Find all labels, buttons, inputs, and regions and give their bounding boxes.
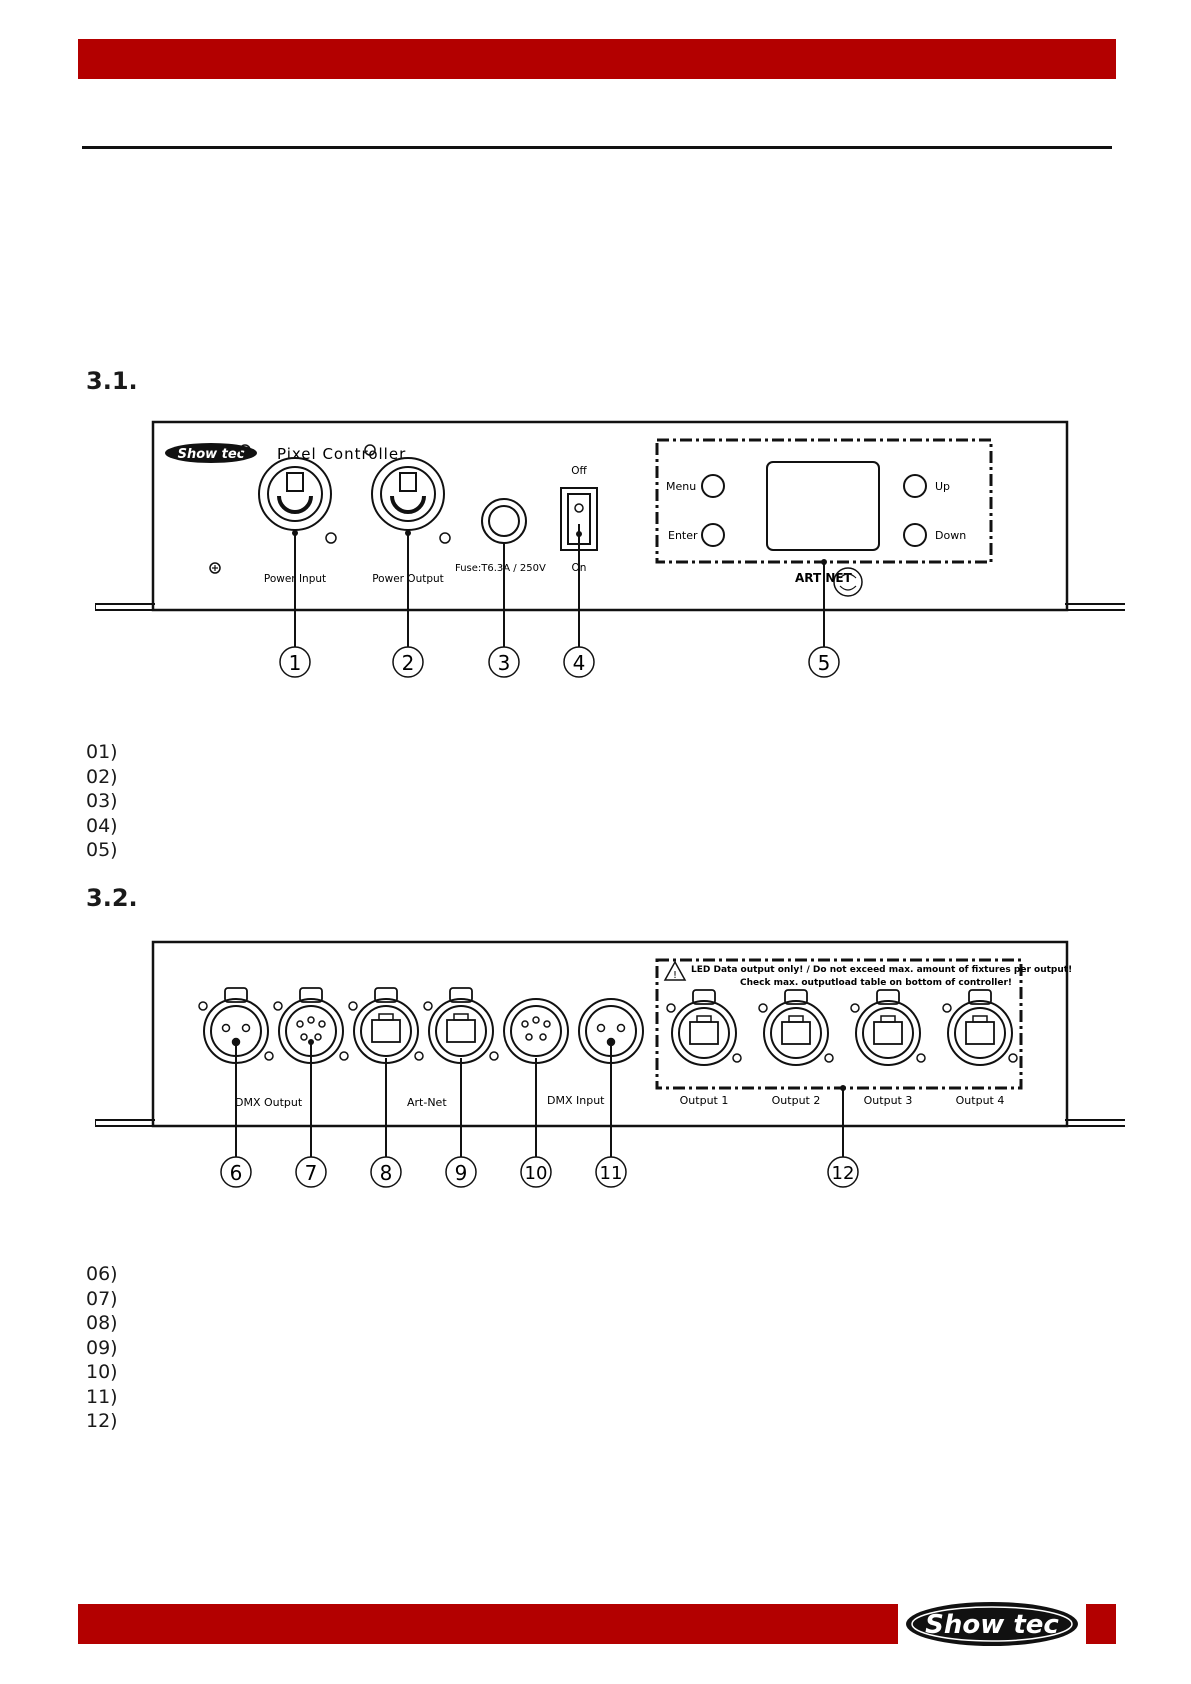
svg-text:5: 5	[818, 651, 831, 675]
footer-bar-end	[1086, 1604, 1116, 1644]
enter-button	[701, 523, 725, 547]
svg-text:8: 8	[380, 1161, 393, 1185]
svg-text:4: 4	[573, 651, 586, 675]
output-3-label: Output 3	[864, 1094, 913, 1107]
svg-text:Show tec: Show tec	[178, 447, 245, 462]
list-item: 10)	[86, 1361, 118, 1383]
list-item: 02)	[86, 765, 118, 788]
output-3-rj45-connector	[850, 989, 926, 1066]
down-button	[903, 523, 927, 547]
ground-screw-icon	[209, 562, 221, 574]
up-button	[903, 474, 927, 498]
up-label: Up	[935, 480, 950, 493]
fuse-holder	[481, 498, 527, 544]
list-item: 07)	[86, 1287, 118, 1310]
front-panel-list: 01) 02) 03) 04) 05)	[86, 740, 118, 863]
callout-1: 1	[279, 646, 311, 678]
callout-4: 4	[563, 646, 595, 678]
rear-panel-list: 06) 07) 08) 09) 10) 11) 12)	[86, 1262, 118, 1434]
menu-button	[701, 474, 725, 498]
list-item: 12)	[86, 1410, 118, 1432]
callout-7: 7	[295, 1156, 327, 1188]
list-item: 09)	[86, 1336, 118, 1359]
svg-text:Show tec: Show tec	[925, 1610, 1059, 1640]
dmx-input-label: DMX Input	[547, 1094, 605, 1107]
section-3-2-number: 3.2.	[86, 884, 138, 912]
fuse-label: Fuse:T6.3A / 250V	[455, 563, 546, 574]
header-rule	[82, 146, 1112, 149]
header-bar	[78, 39, 1116, 79]
callout-3: 3	[488, 646, 520, 678]
list-item: 11)	[86, 1385, 118, 1408]
list-item: 06)	[86, 1263, 118, 1285]
callout-8: 8	[370, 1156, 402, 1188]
down-label: Down	[935, 529, 966, 542]
list-item: 03)	[86, 790, 118, 812]
callout-6: 6	[220, 1156, 252, 1188]
dmx-output-label: DMX Output	[235, 1096, 303, 1109]
power-output-connector	[364, 444, 451, 544]
section-3-1-number: 3.1.	[86, 367, 138, 395]
front-panel-body	[151, 420, 1069, 612]
callout-2: 2	[392, 646, 424, 678]
svg-text:!: !	[673, 970, 677, 981]
showtec-logo: Show tec	[165, 443, 257, 463]
footer-bar	[78, 1604, 898, 1644]
artnet-rj45-connector-1	[348, 987, 424, 1064]
callout-9: 9	[445, 1156, 477, 1188]
svg-text:7: 7	[305, 1161, 318, 1185]
output-2-label: Output 2	[772, 1094, 821, 1107]
svg-text:2: 2	[402, 651, 415, 675]
warning-line-1: LED Data output only! / Do not exceed ma…	[691, 965, 1072, 975]
display-screen	[766, 461, 880, 551]
svg-text:12: 12	[832, 1163, 855, 1184]
svg-text:1: 1	[289, 651, 302, 675]
svg-text:10: 10	[525, 1163, 548, 1184]
callout-5: 5	[808, 646, 840, 678]
callout-12: 12	[827, 1156, 859, 1188]
rear-panel-diagram: ! LED Data output only! / Do not exceed …	[95, 940, 1125, 1188]
klingnet-logo-icon	[833, 567, 863, 597]
list-item: 04)	[86, 814, 118, 837]
callout-10: 10	[520, 1156, 552, 1188]
svg-text:11: 11	[600, 1163, 623, 1184]
svg-text:9: 9	[455, 1161, 468, 1185]
output-4-label: Output 4	[956, 1094, 1005, 1107]
output-1-rj45-connector	[666, 989, 742, 1066]
power-input-connector	[239, 444, 337, 544]
led-output-zone-outline	[655, 958, 1023, 1090]
front-panel-diagram: Show tec Pixel Controller Power Input Po…	[95, 420, 1125, 678]
output-4-rj45-connector	[942, 989, 1018, 1066]
footer-showtec-logo: Show tec	[906, 1602, 1078, 1646]
list-item: 01)	[86, 741, 118, 763]
enter-label: Enter	[668, 529, 698, 542]
warning-line-2: Check max. outputload table on bottom of…	[740, 978, 1012, 988]
artnet-rj45-connector-2	[423, 987, 499, 1064]
warning-triangle-icon: !	[663, 960, 687, 981]
output-1-label: Output 1	[680, 1094, 729, 1107]
callout-11: 11	[595, 1156, 627, 1188]
list-item: 05)	[86, 839, 118, 861]
model-label: Pixel Controller	[277, 445, 406, 463]
menu-label: Menu	[666, 480, 696, 493]
list-item: 08)	[86, 1312, 118, 1334]
art-net-label: Art-Net	[407, 1096, 447, 1109]
svg-text:3: 3	[498, 651, 511, 675]
dmx-input-5pin-connector	[503, 998, 569, 1064]
svg-text:6: 6	[230, 1161, 243, 1185]
output-2-rj45-connector	[758, 989, 834, 1066]
switch-off-label: Off	[571, 465, 587, 477]
